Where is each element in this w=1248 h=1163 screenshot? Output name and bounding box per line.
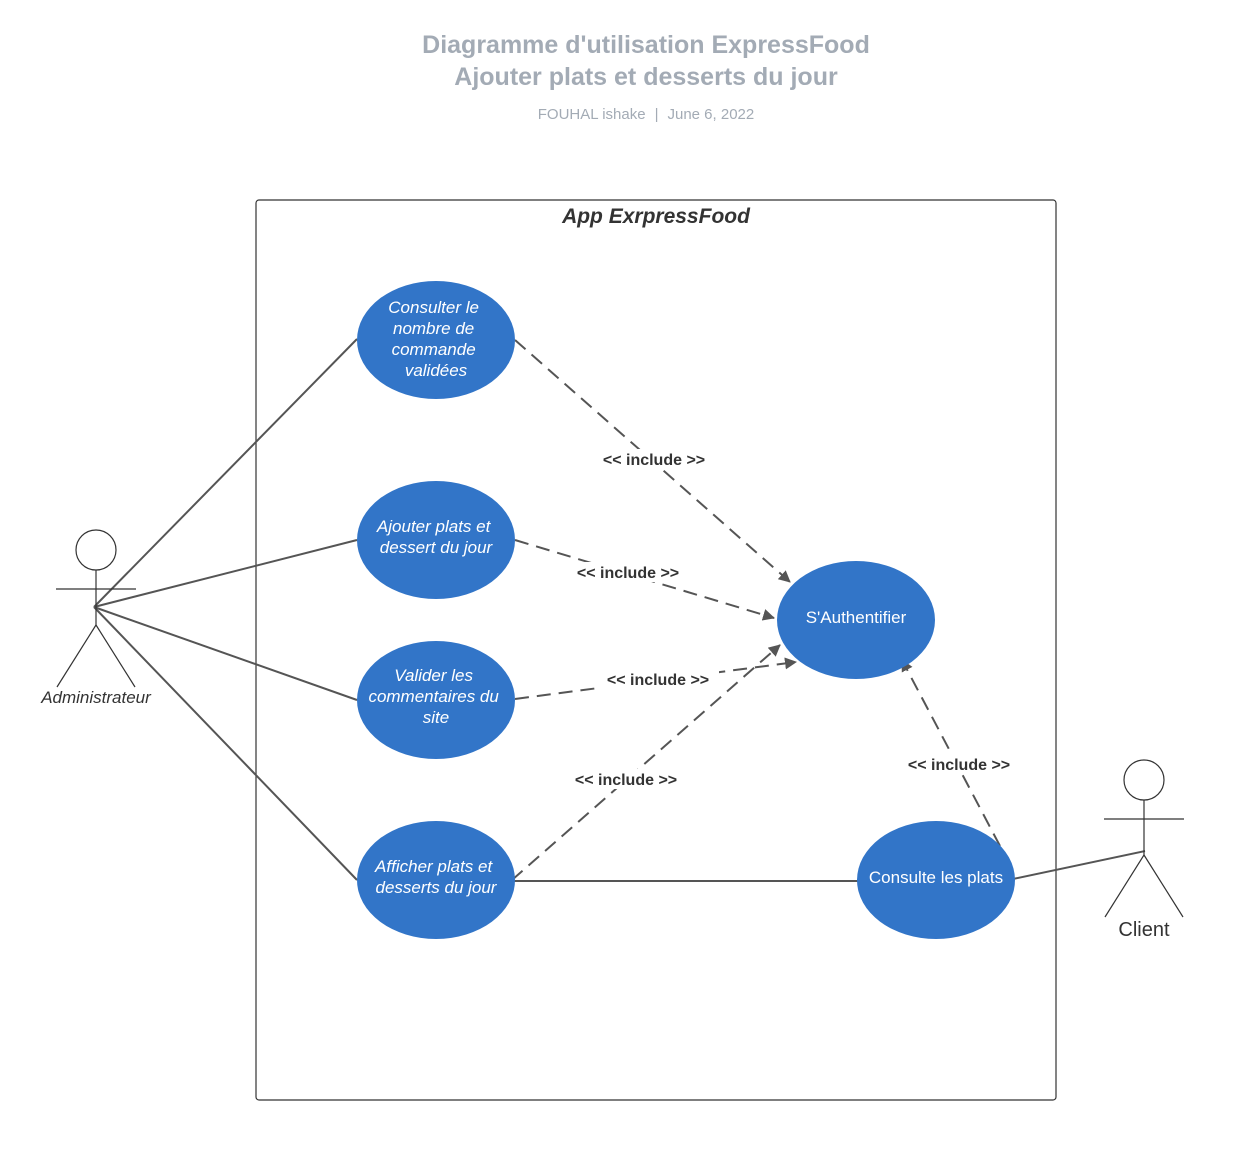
association-client-consulte bbox=[1012, 850, 1146, 880]
use-case-label: commande bbox=[392, 340, 476, 359]
use-case-label: S'Authentifier bbox=[806, 608, 907, 627]
svg-text:Consulter le nombre de: Consulter le nombre de commande validées bbox=[388, 298, 483, 380]
include-label: << include >> bbox=[577, 565, 679, 582]
system-title: App ExrpressFood bbox=[561, 205, 751, 228]
svg-text:Afficher plats et desser: Afficher plats et desserts du jour bbox=[374, 857, 498, 897]
svg-text:Ajouter plats et dessert: Ajouter plats et dessert du jour bbox=[376, 517, 495, 557]
actor-admin-label: Administrateur bbox=[40, 688, 152, 707]
include-label: << include >> bbox=[908, 757, 1010, 774]
include-label-bg bbox=[567, 562, 689, 582]
actor-head-icon bbox=[1123, 759, 1165, 801]
use-case-afficher-plats[interactable]: Afficher plats et desserts du jour bbox=[357, 821, 515, 939]
association-admin-consulter bbox=[93, 338, 358, 608]
use-case-label: nombre de bbox=[393, 319, 474, 338]
use-case-ajouter-plats[interactable]: Ajouter plats et dessert du jour bbox=[357, 481, 515, 599]
include-label-bg bbox=[565, 769, 687, 789]
include-consulte-auth bbox=[901, 659, 1001, 847]
association-admin-afficher bbox=[93, 606, 358, 881]
use-case-label: Valider les bbox=[394, 666, 473, 685]
use-case-authentifier[interactable]: S'Authentifier bbox=[777, 561, 935, 679]
actor-head-icon bbox=[75, 529, 117, 571]
use-case-label: Consulter le bbox=[388, 298, 479, 317]
use-case-label: Consulte les plats bbox=[869, 868, 1003, 887]
actor-admin[interactable] bbox=[56, 529, 136, 688]
use-case-consulte-plats[interactable]: Consulte les plats bbox=[857, 821, 1015, 939]
diagram-title: Diagramme d'utilisation ExpressFood bbox=[422, 31, 870, 59]
association-admin-valider bbox=[93, 606, 358, 701]
use-case-label: Ajouter plats et bbox=[376, 517, 492, 536]
include-label: << include >> bbox=[607, 672, 709, 689]
use-case-label: commentaires du bbox=[368, 687, 499, 706]
use-case-label: site bbox=[423, 708, 449, 727]
use-case-label: desserts du jour bbox=[376, 878, 498, 897]
svg-text:Consulte les plats: Consulte les plats bbox=[869, 868, 1003, 887]
diagram-subtitle: Ajouter plats et desserts du jour bbox=[454, 63, 838, 91]
include-label-bg bbox=[898, 754, 1020, 774]
actor-client[interactable] bbox=[1104, 759, 1184, 918]
date: June 6, 2022 bbox=[667, 106, 755, 123]
include-label: << include >> bbox=[575, 772, 677, 789]
include-label: << include >> bbox=[603, 452, 705, 469]
diagram-meta: FOUHAL ishake | June 6, 2022 bbox=[0, 106, 1248, 123]
include-afficher-auth bbox=[511, 644, 781, 881]
author: FOUHAL ishake bbox=[537, 106, 646, 123]
use-case-consulter-commandes[interactable]: Consulter le nombre de commande validées bbox=[357, 281, 515, 399]
association-admin-ajouter bbox=[93, 539, 358, 608]
use-case-label: validées bbox=[405, 361, 468, 380]
use-case-valider-commentaires[interactable]: Valider les commentaires du site bbox=[357, 641, 515, 759]
actor-client-label: Client bbox=[1118, 919, 1170, 941]
svg-text:Valider les commentaires: Valider les commentaires du site bbox=[368, 666, 503, 727]
svg-text:S'Authentifier: S'Authentifier bbox=[806, 608, 907, 627]
include-label-bg bbox=[593, 449, 715, 469]
use-case-label: dessert du jour bbox=[380, 538, 494, 557]
use-case-label: Afficher plats et bbox=[374, 857, 493, 876]
meta-separator: | bbox=[654, 106, 659, 123]
include-label-bg bbox=[597, 669, 719, 689]
